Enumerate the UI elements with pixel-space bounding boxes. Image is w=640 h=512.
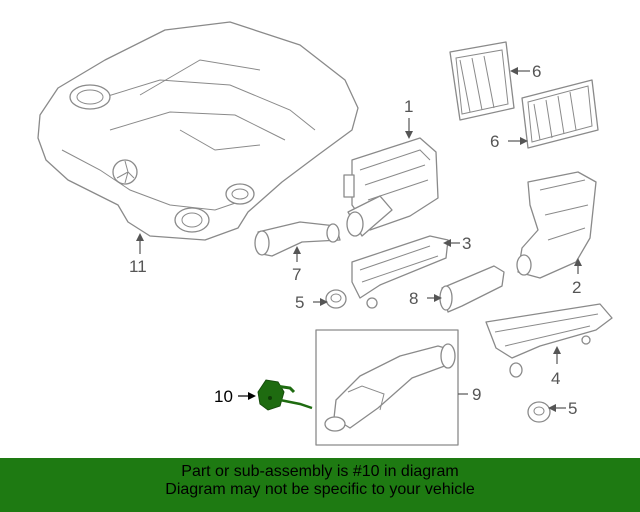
air-duct-part-2[interactable] [516,171,597,279]
callout-7: 7 [292,265,301,284]
info-banner: Part or sub-assembly is #10 in diagram D… [0,458,640,512]
callout-5b: 5 [568,399,577,418]
arrowhead-8 [434,294,442,302]
grommet-part-5b[interactable] [527,401,551,423]
arrowhead-11 [136,233,144,241]
arrowhead-2 [574,258,582,266]
banner-line-2: Diagram may not be specific to your vehi… [165,481,475,498]
arrowhead-3 [443,239,451,247]
callout-5a: 5 [295,293,304,312]
duct-part-3[interactable] [351,235,449,309]
callout-8: 8 [409,289,418,308]
intake-hose-part-9[interactable] [324,343,456,432]
intake-duct-part-7[interactable] [254,221,341,257]
parts-diagram: 11 6 6 1 7 3 [37,21,613,446]
callout-9: 9 [472,385,481,404]
arrowhead-5b [548,404,556,412]
air-cleaner-part-1[interactable] [343,137,439,237]
callout-3: 3 [462,234,471,253]
arrowhead-10 [248,392,256,400]
air-filter-part-6a[interactable] [449,41,515,121]
callout-6a: 6 [532,62,541,81]
banner-line-1: Part or sub-assembly is #10 in diagram [181,463,459,480]
arrowhead-4 [553,346,561,354]
arrowhead-5a [320,298,328,306]
callout-6b: 6 [490,132,499,151]
callout-4: 4 [551,369,560,388]
callout-2: 2 [572,278,581,297]
arrowhead-6b [520,137,528,145]
callout-10: 10 [214,387,233,406]
arrowhead-7 [293,246,301,254]
callout-11: 11 [129,257,147,276]
duct-part-8[interactable] [439,265,505,313]
engine-cover-part-11[interactable] [37,21,359,241]
arrowhead-6a [510,67,518,75]
grommet-part-5a[interactable] [325,289,347,309]
sensor-part-10[interactable] [257,379,313,411]
callout-1: 1 [404,97,413,116]
arrowhead-1 [405,131,413,139]
air-filter-part-6b[interactable] [521,79,599,149]
bracket-part-4[interactable] [485,303,613,378]
